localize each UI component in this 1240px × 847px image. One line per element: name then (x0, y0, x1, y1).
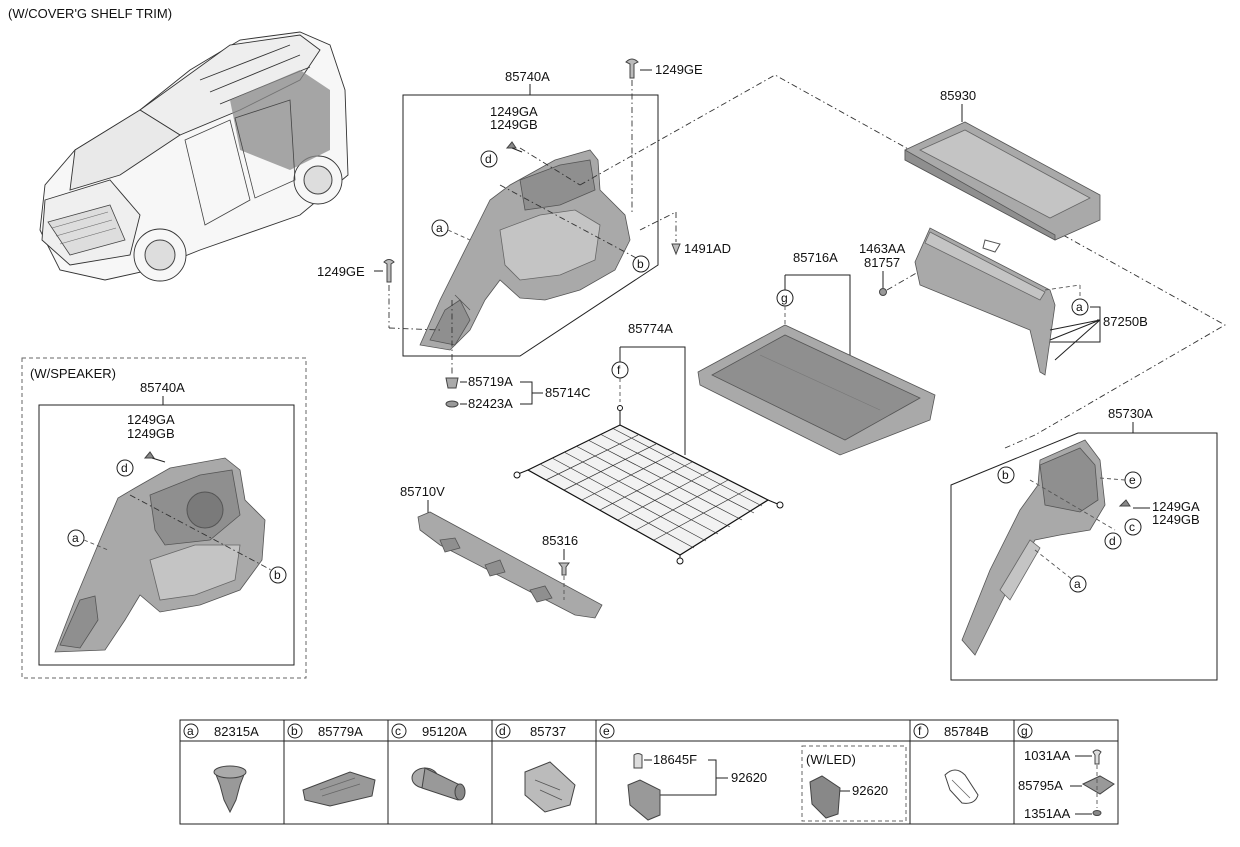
label-87250B: 87250B (1103, 314, 1148, 329)
callout-d-main: d (485, 152, 492, 166)
legend-b-letter: b (291, 724, 298, 738)
legend-e-letter: e (603, 724, 610, 738)
callout-g-tray: g (781, 291, 788, 305)
luggage-tray-85716A: 85716A g (697, 250, 936, 456)
legend-f-part: 85784B (944, 724, 989, 739)
callout-e-right: e (1129, 473, 1136, 487)
speaker-label-85740A: 85740A (140, 380, 185, 395)
bolt-1249GE-top: 1249GE (625, 58, 703, 215)
callout-d-right: d (1109, 534, 1116, 548)
legend-cell-d: d 85737 (495, 723, 576, 813)
cargo-net-85774A: 85774A f (513, 321, 784, 565)
main-quarter-trim-group: 85740A 1249GA 1249GB d a b (402, 69, 659, 357)
callout-f-net: f (617, 363, 621, 377)
label-85930: 85930 (940, 88, 976, 103)
label-81757: 81757 (864, 255, 900, 270)
label-1249GB-right: 1249GB (1152, 512, 1200, 527)
speaker-variant-box: (W/SPEAKER) 85740A 1249GA 1249GB d a b (21, 357, 307, 679)
legend-g-85795A: 85795A (1018, 778, 1063, 793)
callout-b-speaker: b (274, 568, 281, 582)
callout-b-right: b (1002, 468, 1009, 482)
callout-a-speaker: a (72, 531, 79, 545)
label-85719A: 85719A (468, 374, 513, 389)
legend-f-letter: f (918, 724, 922, 738)
reference-lines (579, 74, 1226, 449)
label-85714C: 85714C (545, 385, 591, 400)
sill-trim-87250B: 1463AA 81757 a 87250B (859, 227, 1148, 376)
clip-1491AD: 1491AD (639, 211, 731, 256)
label-1249GE-top: 1249GE (655, 62, 703, 77)
clip-group-85714C: 85719A 82423A 85714C (445, 300, 591, 411)
cover-shelf-85930: 85930 (904, 88, 1101, 241)
label-85774A: 85774A (628, 321, 673, 336)
legend-cell-a: a 82315A (183, 723, 259, 814)
legend-a-letter: a (187, 724, 194, 738)
label-1249GE-left: 1249GE (317, 264, 365, 279)
label-85316: 85316 (542, 533, 578, 548)
callout-c-right: c (1129, 520, 1135, 534)
label-1249GA-right: 1249GA (1152, 499, 1200, 514)
label-1463AA: 1463AA (859, 241, 906, 256)
legend-cell-e: e 18645F 92620 (W/LED) 92620 (599, 723, 907, 822)
quarter-trim-frame (402, 94, 659, 357)
net-mesh (513, 405, 784, 565)
label-1249GB: 1249GB (490, 117, 538, 132)
speaker-label-1249GB: 1249GB (127, 426, 175, 441)
right-quarter-trim-group: 85730A b e 1249GA 1249GB c d a (950, 406, 1218, 681)
vehicle-illustration (39, 31, 349, 282)
callout-a-main: a (436, 221, 443, 235)
legend-table: a 82315A b 85779A c 95120A d 85737 (179, 719, 1119, 825)
label-1249GA: 1249GA (490, 104, 538, 119)
legend-e-wled: (W/LED) (806, 752, 856, 767)
legend-cell-f: f 85784B (913, 723, 989, 804)
trim-85710V: 85710V 85316 (400, 484, 603, 619)
legend-d-part: 85737 (530, 724, 566, 739)
legend-b-part: 85779A (318, 724, 363, 739)
callout-b-main: b (637, 257, 644, 271)
label-85740A: 85740A (505, 69, 550, 84)
label-1491AD: 1491AD (684, 241, 731, 256)
legend-cell-g: g 1031AA 85795A 1351AA (1017, 723, 1115, 821)
legend-d-letter: d (499, 724, 506, 738)
label-82423A: 82423A (468, 396, 513, 411)
legend-cell-c: c 95120A (391, 723, 467, 801)
legend-c-part: 95120A (422, 724, 467, 739)
bolt-1249GE-left: 1249GE (317, 259, 441, 331)
legend-a-part: 82315A (214, 724, 259, 739)
legend-cell-b: b 85779A (287, 723, 376, 807)
label-85716A: 85716A (793, 250, 838, 265)
legend-c-letter: c (395, 724, 401, 738)
label-85730A: 85730A (1108, 406, 1153, 421)
callout-a-sill: a (1076, 300, 1083, 314)
legend-e-18645F: 18645F (653, 752, 697, 767)
speaker-box-title: (W/SPEAKER) (30, 366, 116, 381)
legend-e-92620: 92620 (731, 770, 767, 785)
callout-a-right: a (1074, 577, 1081, 591)
legend-g-letter: g (1021, 724, 1028, 738)
legend-e-92620-led: 92620 (852, 783, 888, 798)
legend-g-1031AA: 1031AA (1024, 748, 1071, 763)
callout-d-speaker: d (121, 461, 128, 475)
legend-g-1351AA: 1351AA (1024, 806, 1071, 821)
label-85710V: 85710V (400, 484, 445, 499)
speaker-label-1249GA: 1249GA (127, 412, 175, 427)
header-note: (W/COVER'G SHELF TRIM) (8, 6, 172, 21)
